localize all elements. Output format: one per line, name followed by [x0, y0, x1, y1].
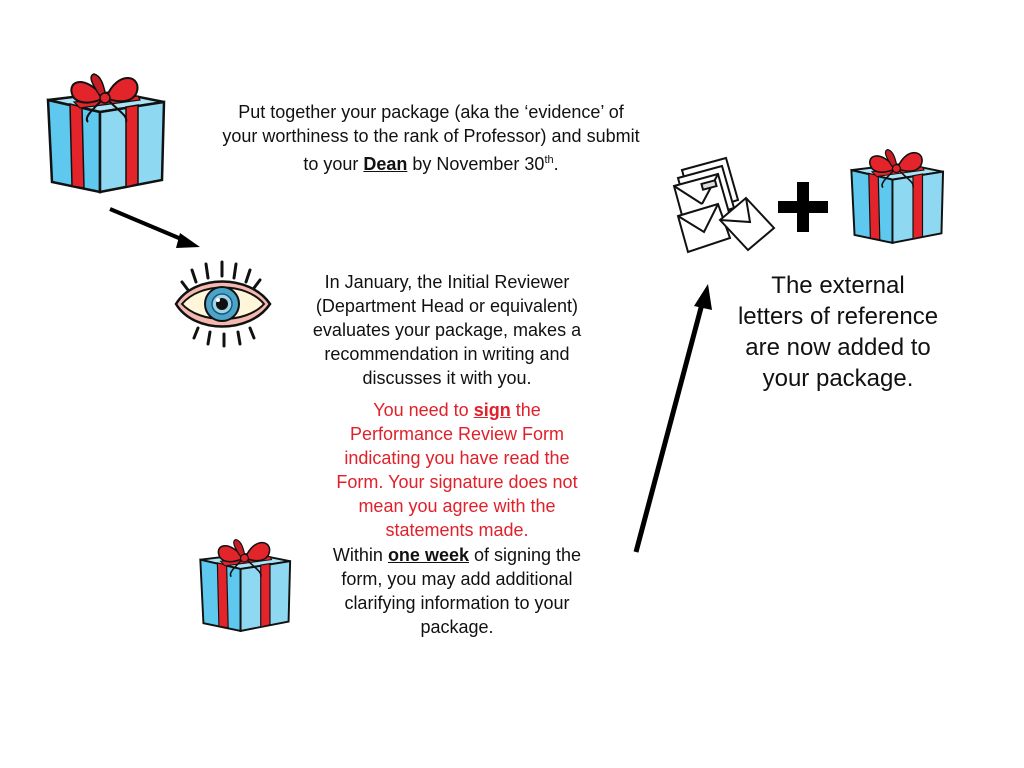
within-note-line1: Within one week of signing the: [332, 545, 582, 565]
within-note: Within one week of signing the form, you…: [296, 543, 618, 639]
step1-line2: your worthiness to the rank of Professor…: [222, 126, 640, 146]
envelopes-icon: [672, 156, 776, 254]
step2-line: evaluates your package, makes a: [312, 320, 582, 340]
within-note-line: form, you may add additional: [341, 569, 573, 589]
dean-emphasis: Dean: [363, 154, 408, 174]
sign-note-line: Form. Your signature does not: [336, 472, 578, 492]
step1-text: Put together your package (aka the ‘evid…: [196, 100, 666, 176]
step2-line: discusses it with you.: [362, 368, 532, 388]
external-line: are now added to: [745, 334, 931, 361]
one-week-emphasis: one week: [387, 545, 469, 565]
sign-note-line: indicating you have read the: [344, 448, 570, 468]
external-line: your package.: [762, 365, 914, 392]
sign-note-line: Performance Review Form: [349, 424, 565, 444]
gift-icon: [850, 148, 945, 244]
step2-line: recommendation in writing and: [324, 344, 570, 364]
sign-note-line1: You need to sign the: [373, 400, 541, 420]
sign-note-line: mean you agree with the: [358, 496, 556, 516]
within-note-line: package.: [420, 617, 494, 637]
sign-emphasis: sign: [473, 400, 511, 420]
external-letters-text: The external letters of reference are no…: [722, 270, 954, 394]
external-line: The external: [771, 272, 905, 299]
step2-text: In January, the Initial Reviewer (Depart…: [286, 270, 608, 390]
step2-line: In January, the Initial Reviewer: [324, 272, 570, 292]
step1-line3: to your Dean by November 30th.: [303, 154, 559, 174]
plus-icon: [778, 182, 828, 232]
eye-icon: [174, 260, 272, 348]
within-note-line: clarifying information to your: [344, 593, 570, 613]
sign-note-line: statements made.: [385, 520, 529, 540]
step1-line1: Put together your package (aka the ‘evid…: [238, 102, 624, 122]
step2-line: (Department Head or equivalent): [315, 296, 579, 316]
sign-note: You need to sign the Performance Review …: [296, 398, 618, 542]
external-line: letters of reference: [737, 303, 939, 330]
